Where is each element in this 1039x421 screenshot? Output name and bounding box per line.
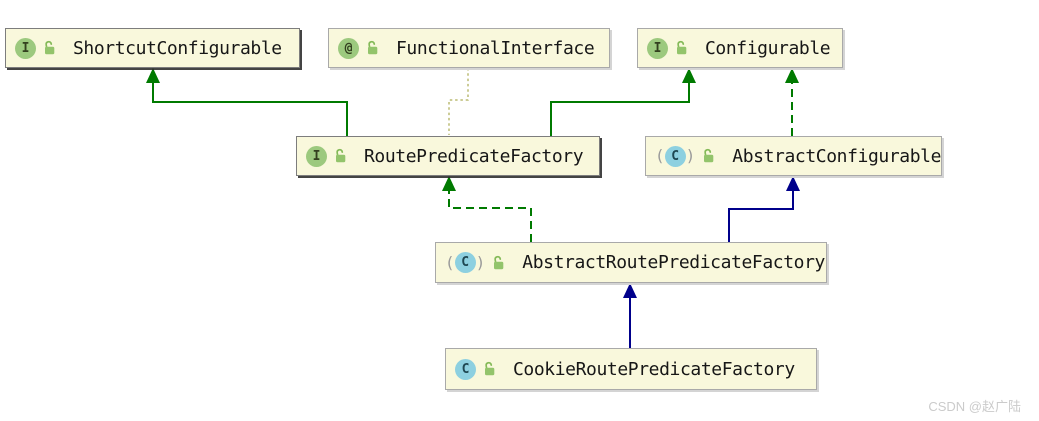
arrowhead-extends [786, 176, 800, 191]
node-shortcut-configurable[interactable]: I ShortcutConfigurable [5, 28, 300, 68]
annotation-icon: @ [338, 37, 359, 59]
unlocked-icon [332, 148, 348, 164]
unlocked-icon [481, 361, 497, 377]
node-configurable[interactable]: I Configurable [637, 28, 843, 68]
node-label: ShortcutConfigurable [73, 37, 282, 59]
node-label: Configurable [705, 37, 831, 59]
node-label: AbstractConfigurable [732, 145, 942, 167]
edge-abstract-route-predicate-factory-to-route-predicate-factory [448, 191, 532, 242]
arrowhead-implements [785, 68, 799, 83]
abstract-class-icon: C [664, 145, 686, 167]
abstract-class-icon: C [454, 252, 476, 273]
arrowhead-extends [146, 68, 160, 83]
node-label: FunctionalInterface [396, 37, 595, 59]
node-cookie-route-predicate-factory[interactable]: C CookieRoutePredicateFactory [445, 348, 817, 390]
unlocked-icon [41, 40, 57, 56]
arrowhead-extends [682, 68, 696, 83]
node-label: CookieRoutePredicateFactory [513, 358, 795, 380]
edge-functional-interface-to-route-predicate-factory [448, 68, 469, 135]
unlocked-icon [490, 255, 506, 271]
abstract-paren: ( [445, 252, 455, 272]
abstract-paren: ( [655, 146, 665, 165]
arrowhead-implements [442, 176, 456, 191]
watermark: CSDN @赵广陆 [928, 399, 1021, 414]
node-label: RoutePredicateFactory [364, 145, 584, 167]
node-label: AbstractRoutePredicateFactory [522, 252, 825, 273]
node-route-predicate-factory[interactable]: I RoutePredicateFactory [296, 136, 600, 176]
edge-route-predicate-factory-to-configurable [550, 83, 690, 136]
interface-icon: I [15, 37, 36, 59]
node-abstract-configurable[interactable]: (C) AbstractConfigurable [645, 136, 942, 176]
edge-abstract-route-predicate-factory-to-abstract-configurable [728, 191, 794, 242]
unlocked-icon [673, 40, 689, 56]
node-functional-interface[interactable]: @ FunctionalInterface [328, 28, 610, 68]
unlocked-icon [364, 40, 380, 56]
unlocked-icon [700, 148, 716, 164]
interface-icon: I [647, 37, 668, 59]
interface-icon: I [306, 145, 327, 167]
arrowhead-extends [623, 283, 637, 298]
class-icon: C [455, 358, 476, 380]
abstract-paren: ) [475, 252, 486, 272]
node-abstract-route-predicate-factory[interactable]: (C) AbstractRoutePredicateFactory [435, 242, 827, 283]
edge-route-predicate-factory-to-shortcut-configurable [152, 83, 348, 136]
abstract-paren: ) [685, 146, 696, 165]
